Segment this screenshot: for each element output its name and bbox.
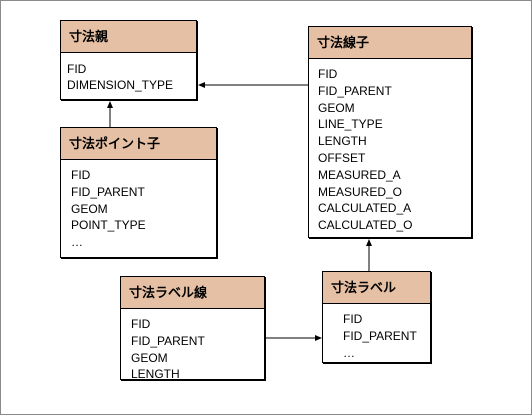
field-item: OFFSET [318, 150, 366, 165]
arrowhead-icon [107, 101, 113, 108]
field-item: FID [131, 317, 151, 331]
arrowhead-icon [315, 335, 322, 341]
arrowhead-icon [366, 239, 372, 246]
entity-title: 寸法親 [61, 21, 196, 53]
field-item: MEASURED_O [318, 184, 403, 199]
field-item: CALCULATED_O [318, 218, 413, 233]
field-item: FID_PARENT [71, 184, 145, 199]
entity-title: 寸法ラベル線 [121, 277, 264, 309]
entity-dimension-label: 寸法ラベル FID FID_PARENT … [322, 271, 431, 363]
field-item: FID [67, 62, 87, 76]
entity-title: 寸法ポイント子 [61, 128, 216, 160]
entity-title: 寸法線子 [309, 27, 471, 59]
field-item: GEOM [318, 100, 355, 115]
entity-dimension-parent: 寸法親 FID DIMENSION_TYPE [60, 20, 197, 100]
field-item: … [71, 235, 83, 250]
arrowhead-icon [198, 82, 205, 88]
field-item: LENGTH [318, 134, 367, 149]
field-item: DIMENSION_TYPE [67, 78, 174, 92]
field-item: FID [318, 67, 338, 81]
field-list: FID FID_PARENT GEOM LINE_TYPE LENGTH OFF… [309, 59, 471, 234]
field-item: FID_PARENT [343, 328, 417, 343]
field-item: LINE_TYPE [318, 117, 383, 132]
connector-point-to-parent [107, 101, 113, 127]
field-list: FID FID_PARENT … [323, 304, 430, 361]
field-list: FID FID_PARENT GEOM POINT_TYPE … [61, 160, 216, 251]
field-list: FID FID_PARENT GEOM LENGTH [121, 309, 264, 383]
field-item: FID [71, 168, 91, 182]
field-item: LENGTH [131, 367, 180, 382]
connector-label-to-line-child [366, 239, 372, 271]
field-item: CALCULATED_A [318, 201, 412, 216]
field-item: FID [343, 312, 363, 326]
field-item: GEOM [71, 201, 108, 216]
field-item: POINT_TYPE [71, 218, 146, 233]
connector-line-to-parent [198, 82, 308, 88]
field-item: GEOM [131, 350, 168, 365]
field-item: FID_PARENT [131, 333, 205, 348]
entity-dimension-line-child: 寸法線子 FID FID_PARENT GEOM LINE_TYPE LENGT… [308, 26, 472, 238]
field-list: FID DIMENSION_TYPE [61, 53, 196, 93]
field-item: MEASURED_A [318, 167, 401, 182]
entity-title: 寸法ラベル [323, 272, 430, 304]
connector-label-line-to-label [265, 335, 322, 341]
entity-dimension-label-line: 寸法ラベル線 FID FID_PARENT GEOM LENGTH [120, 276, 265, 383]
field-item: FID_PARENT [318, 83, 392, 98]
entity-dimension-point-child: 寸法ポイント子 FID FID_PARENT GEOM POINT_TYPE … [60, 127, 217, 258]
field-item: … [343, 345, 355, 360]
